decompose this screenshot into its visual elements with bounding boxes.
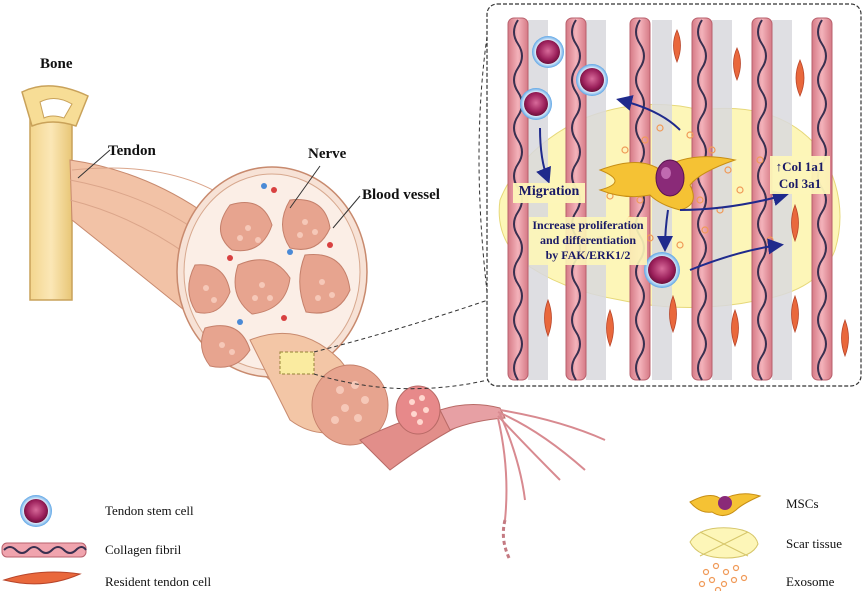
legend-collagen-fibril: Collagen fibril bbox=[105, 542, 182, 557]
legend-scar-tissue: Scar tissue bbox=[786, 536, 842, 551]
legend-exosome: Exosome bbox=[786, 574, 835, 589]
migration-label: Migration bbox=[518, 184, 580, 199]
inset-resident-tendon-cells bbox=[544, 29, 849, 358]
proliferation-line-3: by FAK/ERK1/2 bbox=[545, 248, 631, 262]
col3a1-line: Col 3a1 bbox=[778, 176, 822, 191]
collagen-expression-label: ↑Col 1a1 Col 3a1 bbox=[768, 158, 832, 192]
nerve-leader bbox=[289, 165, 321, 209]
tendon-leader bbox=[77, 149, 111, 179]
fascicle-bundle bbox=[249, 332, 606, 561]
blood-vessel-leader bbox=[332, 195, 361, 229]
tendon-stem-cell-icon bbox=[20, 495, 52, 527]
proliferation-line-1: Increase proliferation bbox=[532, 218, 644, 232]
col1a1-line: ↑Col 1a1 bbox=[775, 159, 825, 174]
blood-vessel-label: Blood vessel bbox=[362, 187, 440, 203]
proliferation-label: Increase proliferation and differentiati… bbox=[519, 218, 657, 263]
legend-mscs: MSCs bbox=[786, 496, 819, 511]
inset-msc bbox=[598, 156, 737, 211]
inset-panel bbox=[486, 3, 862, 387]
zoom-connector-bottom bbox=[313, 373, 489, 390]
zoom-connector-top bbox=[313, 299, 489, 353]
legend-tendon-stem-cell: Tendon stem cell bbox=[105, 503, 194, 518]
tendon-cross-section bbox=[176, 166, 368, 378]
inset-arrows bbox=[536, 95, 789, 271]
tendon-label: Tendon bbox=[108, 143, 156, 159]
msc-icon bbox=[689, 493, 762, 516]
scar-tissue-icon bbox=[689, 527, 759, 559]
zoom-connector-side bbox=[478, 29, 489, 301]
bone bbox=[21, 85, 89, 301]
nerve-label: Nerve bbox=[308, 146, 347, 162]
proliferation-line-2: and differentiation bbox=[539, 233, 637, 247]
legend-left-icons bbox=[1, 495, 87, 585]
legend-right-icons bbox=[689, 493, 762, 591]
legend-resident-tendon-cell: Resident tendon cell bbox=[105, 574, 212, 589]
bone-label: Bone bbox=[40, 56, 73, 72]
inset-tendon-stem-cells bbox=[520, 36, 680, 288]
collagen-fibril-icon bbox=[1, 542, 87, 558]
resident-tendon-cell-icon bbox=[2, 571, 82, 585]
exosome-icon bbox=[698, 562, 748, 591]
blood-vessel-dots bbox=[227, 187, 333, 321]
nerve-dots bbox=[237, 183, 293, 325]
